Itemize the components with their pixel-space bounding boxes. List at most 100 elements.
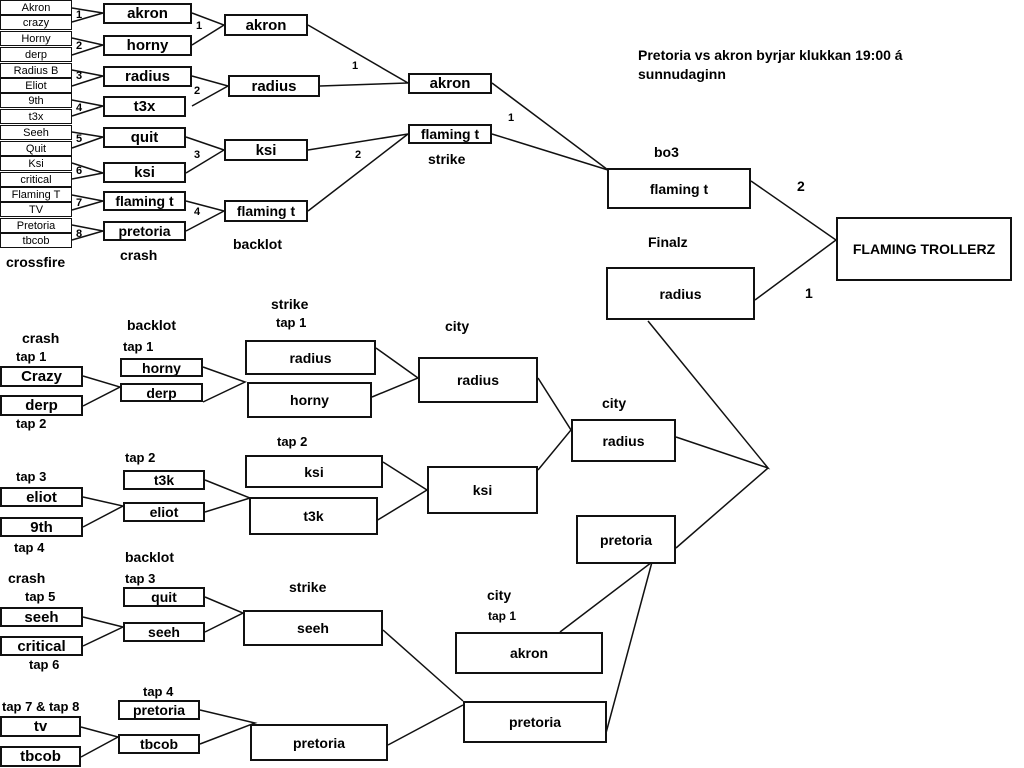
lower-match-box: seeh — [123, 622, 205, 642]
grand-final-lower-box: radius — [606, 267, 755, 320]
lower-match-box: horny — [120, 358, 203, 377]
tap-label: tap 3 — [16, 469, 47, 484]
lower-match-box: tbcob — [118, 734, 200, 754]
map-label: backlot — [125, 549, 175, 565]
match-number: 2 — [355, 149, 362, 161]
match-number: 2 — [194, 85, 201, 97]
grand-final-upper-box: flaming t — [607, 168, 751, 209]
map-label: strike — [289, 579, 327, 595]
map-label: crossfire — [6, 254, 66, 270]
seed-pair-number: 7 — [76, 197, 83, 209]
upper-r3-match-box: akron — [408, 73, 492, 94]
upper-r1-match-box: ksi — [103, 162, 186, 183]
score-lower: 1 — [805, 285, 813, 301]
lower-match-box: ksi — [427, 466, 538, 514]
seed-box: Quit — [0, 141, 72, 156]
lower-match-box: quit — [123, 587, 205, 607]
lower-match-box: radius — [571, 419, 676, 462]
tap-label: tap 5 — [25, 589, 56, 604]
tap-label: tap 7 & tap 8 — [2, 699, 80, 714]
lower-entry-box: eliot — [0, 487, 83, 507]
upper-r3-match-box: flaming t — [408, 124, 492, 144]
seed-pair-number: 5 — [76, 133, 83, 145]
lower-match-box: pretoria — [118, 700, 200, 720]
score-upper: 2 — [797, 178, 805, 194]
seed-box: Pretoria — [0, 218, 72, 233]
seed-box: Seeh — [0, 125, 72, 140]
lower-entry-box: tv — [0, 716, 81, 737]
tap-label: tap 4 — [14, 540, 45, 555]
seed-pair-number: 6 — [76, 165, 83, 177]
match-number: 1 — [352, 60, 359, 72]
tap-label: tap 1 — [276, 315, 307, 330]
upper-r2-match-box: ksi — [224, 139, 308, 161]
lower-match-box: akron — [455, 632, 603, 674]
tap-label: tap 1 — [123, 339, 154, 354]
match-number: 3 — [194, 149, 201, 161]
seed-box: crazy — [0, 15, 72, 30]
upper-r1-match-box: akron — [103, 3, 192, 24]
seed-box: critical — [0, 172, 72, 187]
map-label: crash — [120, 247, 158, 263]
tap-label: tap 1 — [16, 349, 47, 364]
winner-box: FLAMING TROLLERZ — [836, 217, 1012, 281]
lower-entry-box: 9th — [0, 517, 83, 537]
lower-match-box: t3k — [123, 470, 205, 490]
map-label: crash — [22, 330, 60, 346]
upper-r1-match-box: radius — [103, 66, 192, 87]
seed-pair-number: 4 — [76, 102, 83, 114]
lower-entry-box: seeh — [0, 607, 83, 627]
seed-pair-number: 3 — [76, 70, 83, 82]
tap-label: tap 2 — [277, 434, 308, 449]
seed-box: tbcob — [0, 233, 72, 248]
seed-box: TV — [0, 202, 72, 217]
map-label: city — [602, 395, 627, 411]
seed-box: Akron — [0, 0, 72, 15]
seed-box: Ksi — [0, 156, 72, 171]
map-label: city — [445, 318, 470, 334]
map-label: backlot — [127, 317, 177, 333]
upper-r1-match-box: pretoria — [103, 221, 186, 241]
lower-match-box: eliot — [123, 502, 205, 522]
seed-box: Flaming T — [0, 187, 72, 202]
lower-entry-box: critical — [0, 636, 83, 656]
seed-box: t3x — [0, 109, 72, 124]
map-label: crash — [8, 570, 46, 586]
seed-box: Eliot — [0, 78, 72, 93]
lower-entry-box: derp — [0, 395, 83, 416]
match-number: 1 — [508, 112, 515, 124]
upper-r1-match-box: t3x — [103, 96, 186, 117]
tap-label: tap 3 — [125, 571, 156, 586]
seed-pair-number: 2 — [76, 40, 83, 52]
map-label: city — [487, 587, 512, 603]
upper-r2-match-box: flaming t — [224, 200, 308, 222]
tap-label: tap 4 — [143, 684, 174, 699]
tap-label: tap 1 — [488, 609, 517, 623]
seed-pair-number: 8 — [76, 228, 83, 240]
map-label: strike — [271, 296, 309, 312]
seed-pair-number: 1 — [76, 9, 83, 21]
upper-r1-match-box: quit — [103, 127, 186, 148]
finalz-label: Finalz — [648, 234, 688, 250]
lower-match-box: ksi — [245, 455, 383, 488]
upper-r2-match-box: akron — [224, 14, 308, 36]
lower-entry-box: Crazy — [0, 366, 83, 387]
upper-r2-match-box: radius — [228, 75, 320, 97]
lower-entry-box: tbcob — [0, 746, 81, 767]
match-number: 4 — [194, 206, 201, 218]
lower-match-box: seeh — [243, 610, 383, 646]
lower-match-box: pretoria — [463, 701, 607, 743]
lower-match-box: radius — [245, 340, 376, 375]
lower-match-box: pretoria — [576, 515, 676, 564]
map-label: backlot — [233, 236, 283, 252]
upper-r1-match-box: horny — [103, 35, 192, 56]
lower-match-box: derp — [120, 383, 203, 402]
bo3-label: bo3 — [654, 144, 679, 160]
lower-match-box: pretoria — [250, 724, 388, 761]
seed-box: derp — [0, 47, 72, 62]
seed-box: Horny — [0, 31, 72, 46]
seed-box: 9th — [0, 93, 72, 108]
match-number: 1 — [196, 20, 203, 32]
tap-label: tap 6 — [29, 657, 60, 672]
tap-label: tap 2 — [16, 416, 47, 431]
